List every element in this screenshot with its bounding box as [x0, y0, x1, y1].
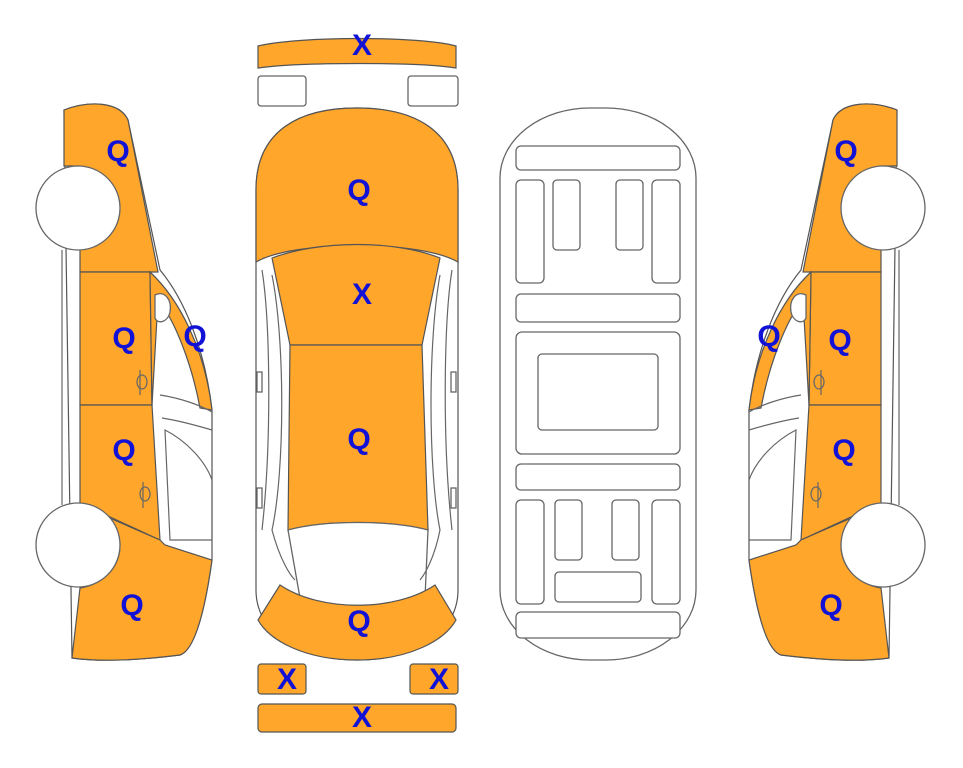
left-headlight [257, 75, 307, 107]
label-windshield: X [352, 278, 372, 311]
label-left-rear-quarter: Q [120, 589, 143, 622]
right-rear-door[interactable] [800, 404, 882, 541]
right-rear-wheel [840, 502, 926, 588]
left-front-door-handle [136, 370, 148, 395]
underbody-rear-right-box [611, 499, 640, 561]
left-rear-door[interactable] [79, 404, 161, 541]
underbody-rear-bar [515, 611, 681, 639]
label-roof: Q [347, 423, 370, 456]
top-right-handle [450, 487, 457, 509]
left-side-view [35, 103, 213, 661]
top-right-side-inner [419, 274, 441, 581]
label-left-front-door: Q [112, 322, 135, 355]
label-rear-bumper: X [352, 701, 372, 734]
underbody-left-front-rail [515, 179, 545, 284]
windshield[interactable] [271, 243, 441, 346]
right-rear-glass [748, 429, 797, 541]
left-front-wheel [35, 165, 121, 251]
label-rear-left-corner: X [277, 663, 297, 696]
rear-glass [287, 521, 429, 608]
label-right-front-door: Q [828, 324, 851, 357]
right-side-view [748, 103, 926, 661]
rear-bumper[interactable] [257, 703, 457, 733]
top-left-side-glass [261, 269, 270, 531]
label-trunk: Q [347, 605, 370, 638]
left-mirror [154, 293, 171, 323]
underbody-right-front-rail [651, 179, 681, 284]
underbody-front-right-box [615, 179, 644, 251]
top-right-mirror [450, 371, 457, 393]
underbody-rear-plate [554, 571, 642, 603]
damage-labels: X Q X Q Q X X X Q Q Q Q Q Q Q Q Q Q [106, 29, 857, 734]
label-rear-right-corner: X [429, 663, 449, 696]
underbody-view [499, 107, 697, 661]
underbody-crossmember-2 [515, 463, 681, 491]
right-headlight [407, 75, 459, 107]
underbody-left-rear-rail [515, 499, 545, 605]
left-rear-glass [164, 429, 213, 541]
top-left-handle [256, 487, 263, 509]
label-hood: Q [347, 174, 370, 207]
left-rear-door-handle [139, 482, 151, 508]
rear-left-corner[interactable] [257, 663, 307, 695]
trunk[interactable] [257, 584, 457, 661]
front-bumper[interactable] [257, 37, 457, 69]
right-front-door-handle [813, 370, 825, 395]
underbody-rear-left-box [554, 499, 583, 561]
right-glass-line [748, 394, 802, 431]
label-left-rear-door: Q [112, 434, 135, 467]
top-right-side-glass [444, 269, 453, 531]
left-glass-line [159, 394, 213, 431]
label-right-rear-quarter: Q [819, 589, 842, 622]
label-right-rear-door: Q [832, 434, 855, 467]
right-mirror [790, 293, 807, 323]
rear-right-corner[interactable] [409, 663, 459, 695]
underbody-right-rear-rail [651, 499, 681, 605]
left-rear-wheel [35, 502, 121, 588]
label-left-a-pillar: Q [183, 320, 206, 353]
underbody-center-plate [537, 353, 659, 431]
label-left-front-fender: Q [106, 135, 129, 168]
label-right-a-pillar: Q [757, 320, 780, 353]
underbody-front-bar [515, 145, 681, 171]
label-right-front-fender: Q [834, 135, 857, 168]
top-view [255, 37, 459, 733]
right-front-wheel [840, 165, 926, 251]
label-front-bumper: X [352, 29, 372, 62]
top-left-mirror [256, 371, 263, 393]
top-left-side-inner [271, 274, 296, 581]
right-rear-door-handle [810, 482, 822, 508]
underbody-front-left-box [552, 179, 581, 251]
underbody-crossmember-1 [515, 293, 681, 323]
